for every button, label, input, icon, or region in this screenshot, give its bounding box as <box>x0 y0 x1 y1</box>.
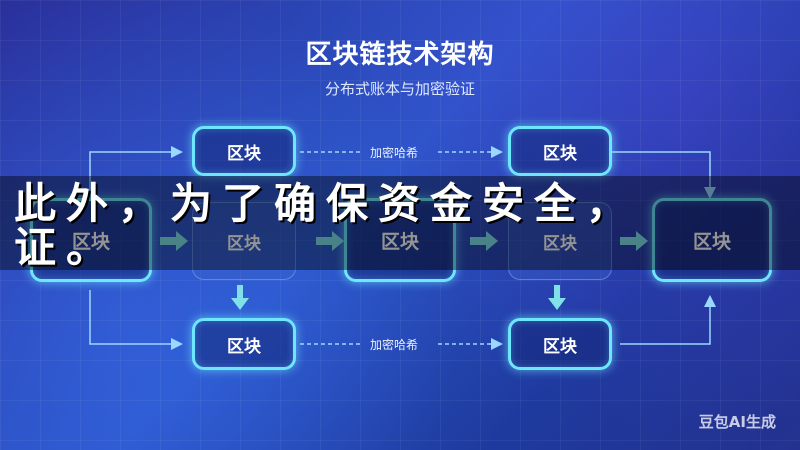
hash-label-top: 加密哈希 <box>370 146 419 160</box>
block-label: 区块 <box>543 233 577 254</box>
left-loop-top <box>89 146 183 200</box>
caption-line-2: 证。 <box>14 223 119 272</box>
block-top-left: 区块 <box>192 126 296 176</box>
block-mid-2: 区块 <box>192 202 296 280</box>
block-mid-5: 区块 <box>652 198 772 282</box>
block-mid-1: 区块 <box>30 198 152 282</box>
block-mid-4: 区块 <box>508 202 612 280</box>
left-loop-bottom <box>89 290 183 350</box>
chain-arrow <box>620 231 648 251</box>
down-arrow <box>548 285 566 310</box>
block-label: 区块 <box>227 336 261 357</box>
watermark: 豆包AI生成 <box>698 413 776 431</box>
down-arrow <box>231 285 249 310</box>
block-label: 区块 <box>380 230 419 253</box>
caption-banner <box>0 176 800 270</box>
right-loop-top <box>612 151 716 199</box>
block-label: 区块 <box>543 336 577 357</box>
block-label: 区块 <box>227 233 261 254</box>
block-bottom-left: 区块 <box>192 318 296 370</box>
block-label: 区块 <box>71 230 110 253</box>
caption-line-1: 此外，为了确保资金安全， <box>14 179 639 228</box>
block-label: 区块 <box>543 143 577 164</box>
page-subtitle: 分布式账本与加密验证 <box>324 80 475 98</box>
chain-arrow <box>316 231 344 251</box>
block-label: 区块 <box>692 230 731 253</box>
hash-label-bottom: 加密哈希 <box>370 338 419 352</box>
block-label: 区块 <box>227 143 261 164</box>
block-top-right: 区块 <box>508 126 612 176</box>
chain-arrow <box>470 231 498 251</box>
block-mid-3: 区块 <box>344 198 456 282</box>
chain-arrow <box>160 231 188 251</box>
page-title: 区块链技术架构 <box>305 40 495 70</box>
block-bottom-right: 区块 <box>508 318 612 370</box>
right-loop-bottom <box>620 295 716 345</box>
